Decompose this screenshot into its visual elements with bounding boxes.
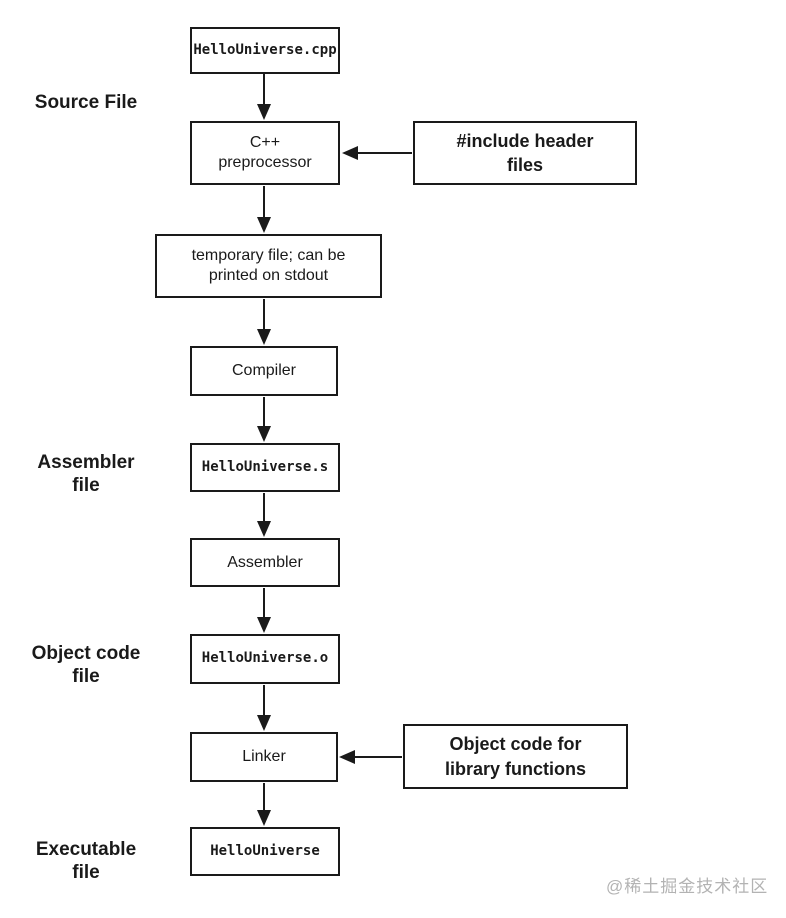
stage-label-source-file: Source File [34, 92, 138, 113]
node-library-objects-label: Object code for library functions [444, 734, 587, 779]
node-executable: HelloUniverse [190, 827, 340, 876]
node-assembly-file: HelloUniverse.s [190, 443, 340, 492]
node-object-file: HelloUniverse.o [190, 634, 340, 684]
stage-label-object-code-file: Object code file [31, 643, 141, 688]
node-linker-label: Linker [242, 748, 286, 765]
stage-label-assembler-file: Assembler file [37, 452, 135, 497]
node-assembler: Assembler [190, 538, 340, 587]
node-assembler-label: Assembler [227, 553, 303, 571]
node-linker: Linker [190, 732, 338, 782]
watermark: @稀土掘金技术社区 [606, 877, 769, 896]
node-source-file: HelloUniverse.cpp [190, 27, 340, 74]
node-temp-file-label: temporary file; can be printed on stdout [191, 247, 346, 284]
node-include-headers: #include header files [413, 121, 637, 185]
stage-label-executable-file: Executable file [35, 839, 137, 884]
node-temp-file: temporary file; can be printed on stdout [155, 234, 382, 298]
node-preprocessor-label: C++ preprocessor [218, 134, 312, 171]
node-object-file-label: HelloUniverse.o [201, 650, 329, 667]
node-assembly-file-label: HelloUniverse.s [201, 458, 329, 475]
node-compiler: Compiler [190, 346, 338, 396]
node-compiler-label: Compiler [231, 362, 296, 379]
node-library-objects: Object code for library functions [403, 724, 628, 789]
node-source-file-label: HelloUniverse.cpp [193, 41, 337, 58]
node-executable-label: HelloUniverse [210, 842, 320, 859]
node-include-headers-label: #include header files [456, 130, 594, 175]
node-preprocessor: C++ preprocessor [190, 121, 340, 185]
